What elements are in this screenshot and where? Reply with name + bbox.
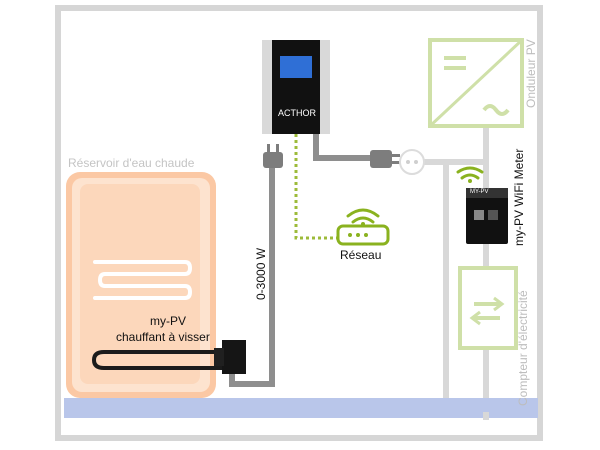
network-line (294, 134, 340, 240)
socket-icon (399, 149, 425, 175)
power-range-label: 0-3000 W (254, 247, 268, 300)
plug-icon (263, 144, 283, 168)
device-cable (313, 134, 370, 161)
acthor-device (262, 40, 330, 134)
plug-to-socket-icon (370, 150, 400, 168)
meter-badge: MY-PV (470, 189, 489, 195)
router-icon (336, 224, 390, 246)
heater-label-2: chauffant à visser (116, 330, 210, 344)
house-frame (55, 5, 543, 441)
inverter-label: Onduleur PV (524, 39, 538, 108)
wifi-icon (346, 208, 380, 226)
network-label: Réseau (340, 248, 382, 262)
meter-wifi-icon (456, 166, 484, 183)
tank-title: Réservoir d'eau chaude (68, 156, 195, 170)
meter-label: Compteur d'électricité (516, 290, 530, 406)
heating-coil (93, 260, 193, 300)
inverter-icon (428, 38, 524, 128)
floor-pipe (64, 398, 538, 418)
wifi-meter (466, 188, 508, 244)
device-brand: ACTHOR (278, 108, 316, 118)
device-screen (280, 56, 312, 78)
meter-icon (458, 266, 518, 350)
heater-cable (229, 168, 275, 387)
heater-label-1: my-PV (150, 314, 186, 328)
hot-water-tank (66, 172, 216, 398)
immersion-heater (91, 340, 246, 374)
meter-name-label: my-PV WiFi Meter (512, 148, 526, 246)
